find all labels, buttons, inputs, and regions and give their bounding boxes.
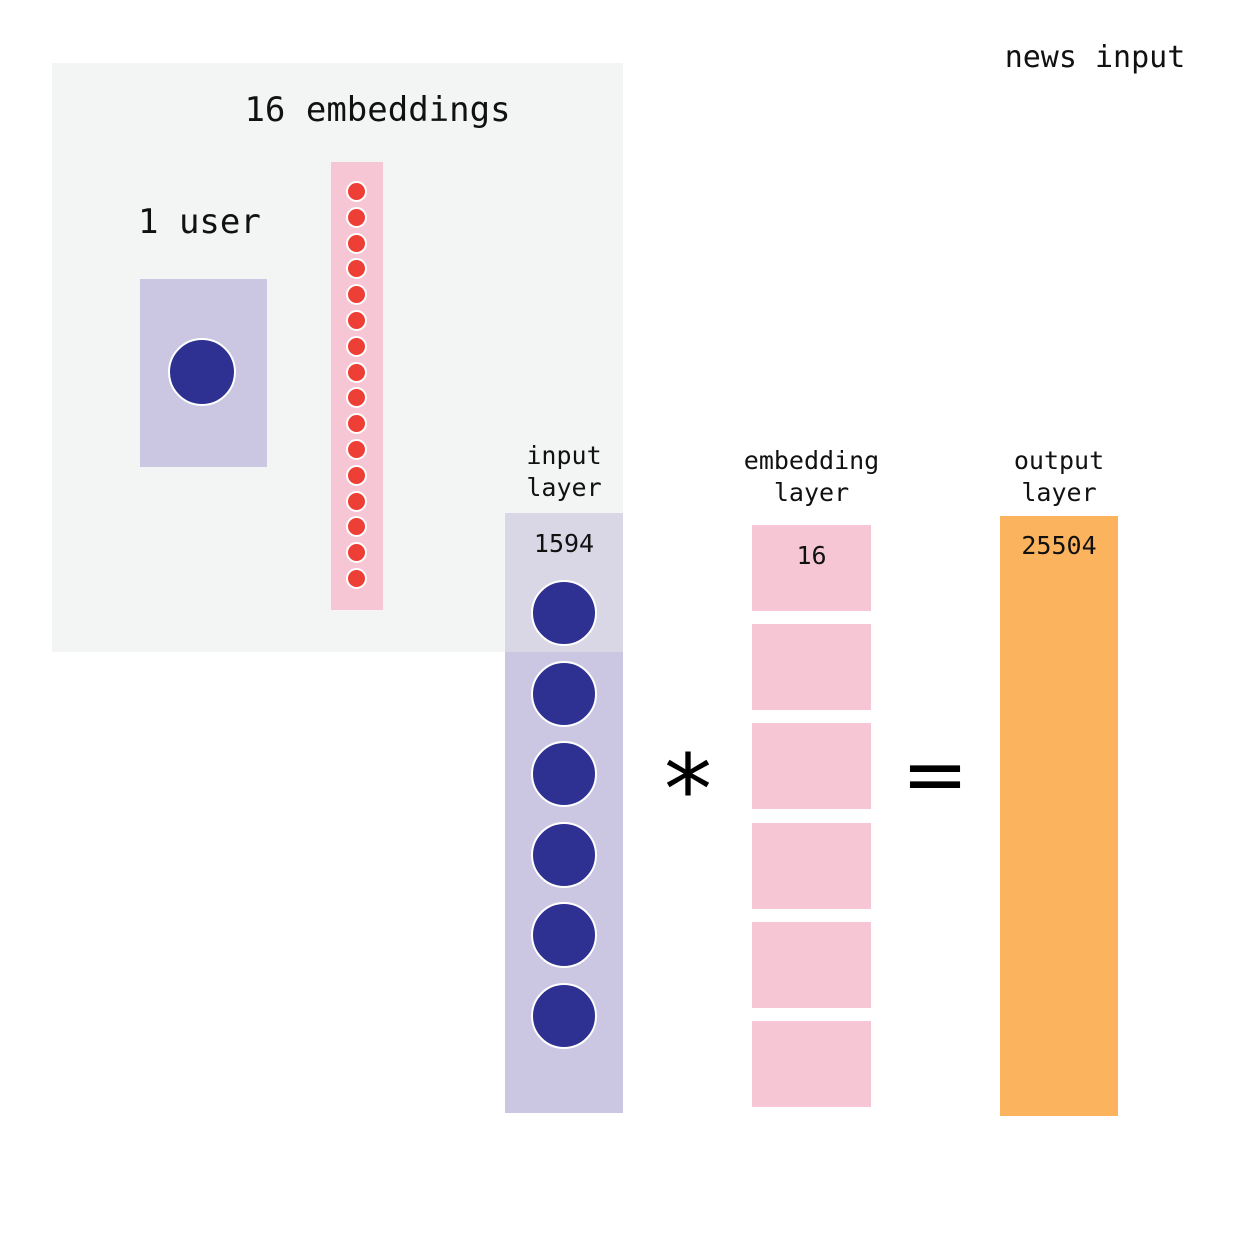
embedding-dot xyxy=(346,181,367,202)
embedding-dot xyxy=(346,310,367,331)
embedding-block xyxy=(752,525,871,611)
embedding-strip xyxy=(331,162,383,610)
embedding-dot xyxy=(346,568,367,589)
input-layer-count: 1594 xyxy=(533,529,595,558)
input-node xyxy=(531,741,597,807)
user-node xyxy=(168,338,236,406)
embedding-dot xyxy=(346,206,367,228)
output-layer-label-line2: layer xyxy=(1021,478,1097,507)
output-layer-count: 25504 xyxy=(1021,531,1097,560)
embedding-dot xyxy=(346,464,367,486)
embedding-layer-label-line2: layer xyxy=(773,478,850,507)
embedding-dot xyxy=(346,439,367,460)
embedding-dot xyxy=(346,387,367,409)
embedding-layer-count: 16 xyxy=(796,541,827,570)
embedding-dot xyxy=(346,413,367,435)
embedding-dot xyxy=(346,335,367,357)
embedding-block xyxy=(752,1021,871,1107)
input-node xyxy=(531,982,597,1049)
embedding-layer-label-line1: embedding xyxy=(743,446,880,475)
input-node xyxy=(531,580,597,646)
output-layer-column xyxy=(1000,516,1118,1116)
embedding-dot xyxy=(346,516,367,538)
input-layer-label-line2: layer xyxy=(526,473,602,502)
embedding-dot xyxy=(346,490,367,512)
inset-title: 16 embeddings xyxy=(244,90,511,130)
embedding-dot xyxy=(346,232,367,254)
embedding-dot xyxy=(346,284,367,306)
input-node xyxy=(531,902,597,968)
output-layer-label-line1: output xyxy=(1013,446,1105,475)
embedding-block xyxy=(752,822,871,909)
embedding-block xyxy=(752,624,871,711)
equals-operator: = xyxy=(901,728,969,821)
input-node xyxy=(531,660,597,727)
corner-title: news input xyxy=(1004,40,1186,75)
input-node xyxy=(531,821,597,888)
embedding-dot xyxy=(346,361,367,383)
embedding-layer-label: embedding layer xyxy=(730,445,893,509)
multiply-operator: * xyxy=(664,734,712,846)
input-layer-label: input layer xyxy=(505,440,623,504)
embedding-block xyxy=(752,921,871,1008)
embedding-dot xyxy=(346,258,367,280)
input-layer-label-line1: input xyxy=(526,441,602,470)
output-layer-label: output layer xyxy=(985,445,1133,509)
inset-user-label: 1 user xyxy=(138,202,261,242)
embedding-dot xyxy=(346,542,367,564)
embedding-block xyxy=(752,723,871,810)
